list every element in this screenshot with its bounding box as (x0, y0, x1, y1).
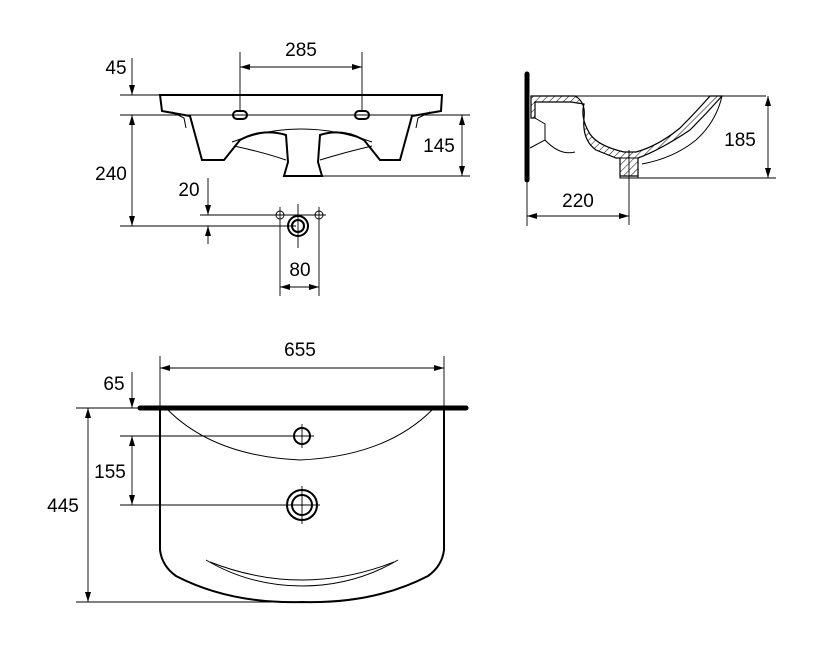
side-front-outer (641, 95, 723, 165)
front-bowl-curve (231, 128, 373, 143)
front-left-flange (171, 111, 187, 129)
dim-tap-to-waste: 155 (94, 462, 126, 483)
top-front-rim (205, 559, 399, 587)
front-basin-outline (158, 94, 444, 177)
dim-bowl-depth: 145 (423, 136, 455, 157)
dim-wall-to-waste: 220 (562, 191, 594, 212)
front-view: 285 45 240 145 20 (95, 40, 470, 296)
dim-waste-spacing: 80 (289, 260, 310, 281)
dim-wall-to-tap: 65 (103, 374, 124, 395)
side-underside (529, 117, 576, 154)
front-right-flange (415, 111, 431, 129)
dim-waste-offset: 20 (178, 180, 199, 201)
dim-top-depth: 445 (47, 496, 79, 517)
side-view: 185 220 (524, 71, 776, 226)
dim-top-width: 655 (284, 340, 316, 361)
top-view: 655 65 155 445 (47, 340, 469, 604)
dim-height-to-waste: 240 (95, 164, 127, 185)
side-basin-section (530, 95, 724, 177)
front-bowl-inner (233, 145, 373, 161)
dim-tap-hole-spacing: 285 (285, 40, 317, 61)
dim-side-height: 185 (724, 130, 756, 151)
top-bowl-curve (167, 409, 433, 461)
dim-top-offset: 45 (105, 58, 126, 79)
top-front-rim-inner (209, 561, 395, 581)
